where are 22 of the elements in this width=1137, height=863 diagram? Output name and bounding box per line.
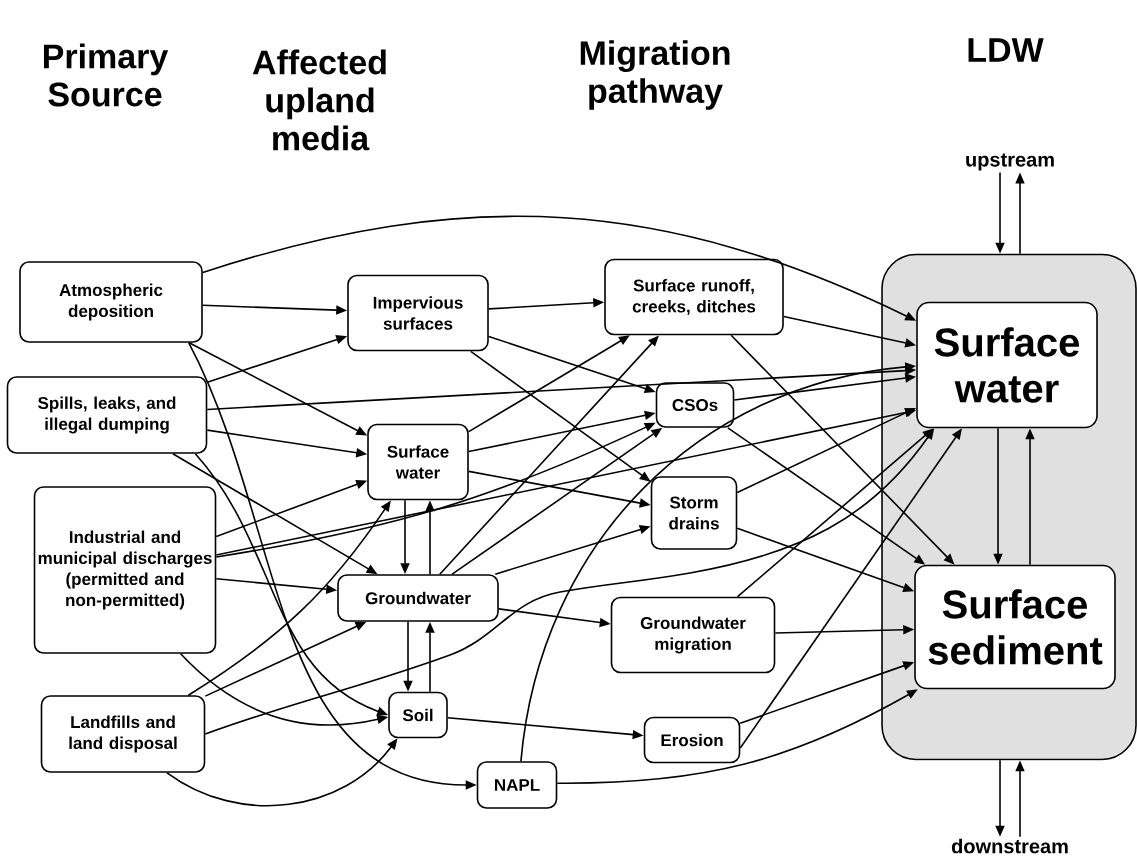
process-box: Landfills and land disposal [40, 695, 206, 773]
process-box: Storm drains [650, 476, 738, 550]
process-box: Industrial and municipal discharges (permitted and non-permitted) [33, 486, 217, 654]
column-heading: Primary Source [43, 43, 169, 107]
process-box: Groundwater migration [610, 596, 776, 674]
column-heading: LDW [968, 38, 1044, 62]
process-box: Surface water [367, 423, 469, 501]
process-box: Groundwater [337, 574, 499, 622]
column-heading: Affected upland media [252, 49, 386, 151]
process-box: CSOs [655, 382, 735, 428]
column-heading: Migration pathway [580, 40, 730, 110]
compartment-box: Surface sediment [914, 564, 1116, 690]
flow-label: upstream [966, 153, 1054, 171]
process-box: Erosion [643, 716, 741, 764]
process-box: Spills, leaks, and illegal dumping [6, 376, 208, 454]
flow-label: downstream [951, 838, 1068, 854]
process-box: Surface runoff, creeks, ditches [604, 258, 784, 336]
process-box: Soil [388, 691, 448, 739]
compartment-box: Surface water [916, 301, 1098, 429]
process-box: Atmospheric deposition [19, 261, 203, 343]
process-box: NAPL [476, 761, 558, 809]
process-box: Impervious surfaces [347, 274, 489, 352]
